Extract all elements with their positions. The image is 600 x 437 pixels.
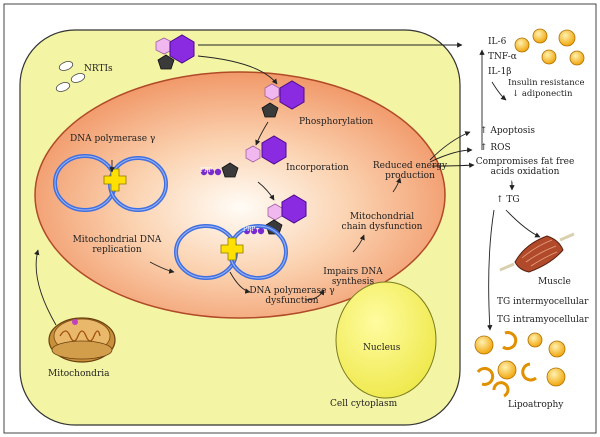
label-reduced-energy-line2: production [385, 171, 435, 182]
label-chain-dysfunction: Mitochondrial chain dysfunction [332, 212, 432, 233]
label-down-arrow: ↓ [508, 180, 516, 190]
nrti-molecule-top [155, 34, 195, 70]
fat-cells-lipoatrophy [474, 331, 566, 398]
mtdna-loop-bottom [174, 224, 288, 280]
label-fat-free-line2: acids oxidation [490, 167, 560, 178]
label-ppp-incorporation: PPP [200, 167, 213, 174]
label-incorporation: Incorporation [286, 163, 349, 173]
label-fat-free: Compromises fat free acids oxidation [468, 157, 582, 178]
mitochondria-graphic [48, 317, 116, 363]
label-il1b: IL-1β [488, 67, 512, 77]
label-cell-cytoplasm: Cell cytoplasm [330, 399, 398, 409]
label-ros: ↑ ROS [480, 143, 511, 153]
nucleus-oval [34, 71, 446, 319]
label-impairs-dna: Impairs DNA synthesis [318, 267, 388, 288]
label-ppp-dna: PPP [243, 226, 256, 233]
nrti-pills [55, 61, 86, 92]
label-impairs-dna-line2: synthesis [331, 277, 375, 288]
label-il6: IL-6 [488, 37, 507, 47]
label-phosphorylation: Phosphorylation [299, 117, 374, 127]
label-nrtis: NRTIs [84, 64, 113, 74]
label-tnf: TNF-α [488, 52, 517, 62]
label-fat-free-line1: Compromises fat free [475, 157, 575, 167]
label-mtdna-replication-line2: replication [92, 245, 142, 256]
label-mitochondria: Mitochondria [48, 369, 110, 379]
label-reduced-energy-line1: Reduced energy [372, 161, 448, 171]
label-reduced-energy: Reduced energy production [370, 161, 450, 182]
label-muscle: Muscle [538, 277, 571, 287]
molecule-phosphorylated [261, 80, 305, 118]
nucleus-body [335, 281, 437, 399]
label-mtdna-replication: Mitochondrial DNA replication [52, 235, 182, 256]
label-apoptosis: ↑ Apoptosis [480, 126, 535, 136]
label-pol-dysfunction-line1: DNA polymerase γ [249, 286, 335, 296]
label-chain-dysfunction-line1: Mitochondrial [349, 212, 415, 222]
label-lipoatrophy: Lipoatrophy [508, 400, 564, 410]
label-adiponectin: ↓ adiponectin [512, 89, 573, 99]
label-tg-intramyocellular: TG intramyocellular [497, 315, 589, 325]
arrows [34, 42, 541, 331]
label-pol-dysfunction-line2: dysfunction [265, 296, 319, 307]
label-chain-dysfunction-line2: chain dysfunction [341, 222, 423, 233]
label-insulin-resistance: Insulin resistance [508, 78, 585, 88]
label-tg: ↑ TG [496, 195, 520, 205]
muscle-graphic [499, 232, 575, 273]
fat-cells-top [514, 28, 585, 66]
molecule-incorporation [200, 135, 287, 178]
label-dna-polymerase: DNA polymerase γ [70, 134, 156, 144]
label-impairs-dna-line1: Impairs DNA [323, 267, 383, 277]
label-tg-intermyocellular: TG intermyocellular [497, 297, 589, 307]
label-pol-dysfunction: DNA polymerase γ dysfunction [242, 286, 342, 307]
label-nucleus: Nucleus [363, 343, 401, 353]
label-mtdna-replication-line1: Mitochondrial DNA [72, 235, 162, 245]
